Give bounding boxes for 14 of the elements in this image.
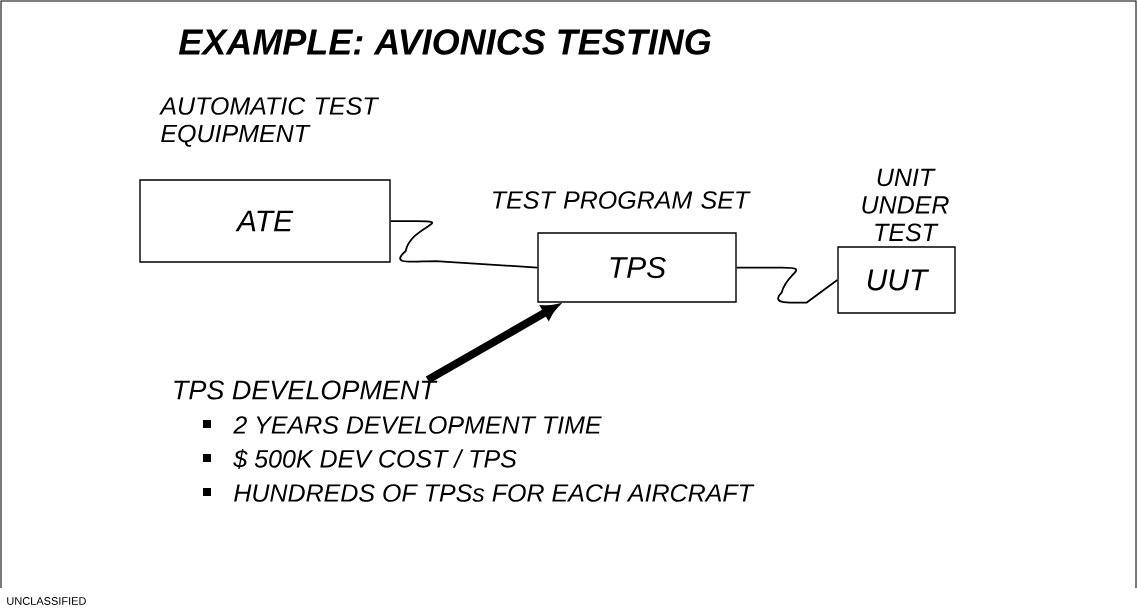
cable-line <box>389 220 539 269</box>
bare-text: TPS DEVELOPMENT <box>174 380 438 400</box>
classification-marking: UNCLASSIFIED <box>7 597 86 605</box>
title: EXAMPLE: AVIONICS TESTING <box>178 29 711 55</box>
bullet-text: $ 500K DEV COST / TPS <box>233 448 517 470</box>
process-box: UUT <box>837 246 956 314</box>
bullet-text: HUNDREDS OF TPSs FOR EACH AIRCRAFT <box>234 484 755 502</box>
bullet-text: 2 YEARS DEVELOPMENT TIME <box>233 416 602 434</box>
cable-line <box>735 266 839 304</box>
box-heading: UNIT UNDER TEST <box>862 168 949 242</box>
box-heading: AUTOMATIC TEST EQUIPMENT <box>159 97 380 147</box>
process-box: ATE <box>139 179 391 263</box>
box-heading: TEST PROGRAM SET <box>493 191 751 209</box>
process-box: TPS <box>537 232 737 303</box>
